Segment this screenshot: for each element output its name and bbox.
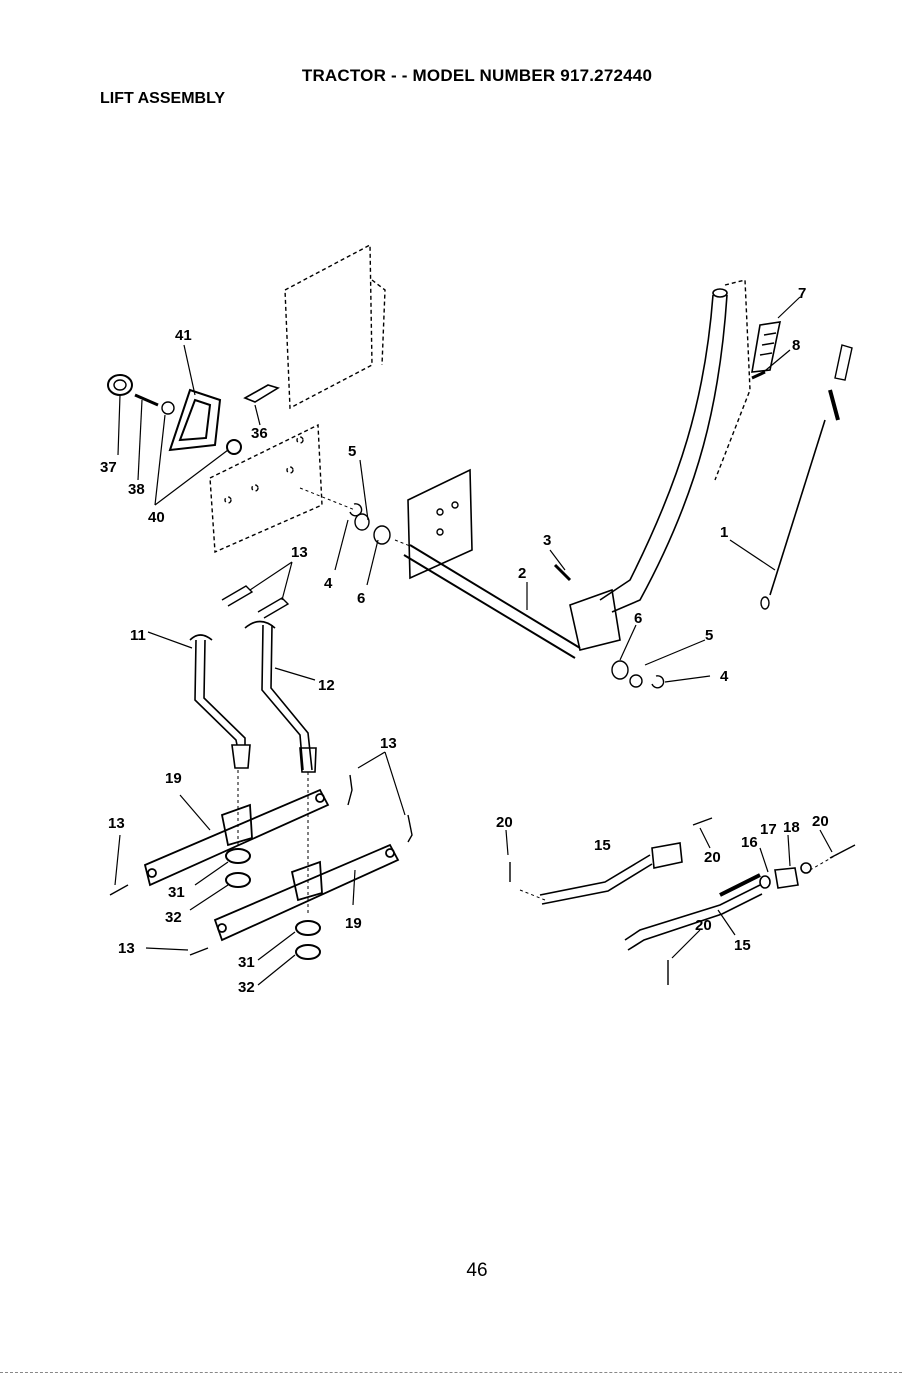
hairpin-clip [190,948,208,955]
cotter-pin [693,818,712,825]
shaft-bracket-plate [408,470,472,578]
callout-13-left: 13 [108,815,125,832]
callout-1: 1 [720,524,728,541]
drawbar-upper [540,843,682,904]
e-ring [350,504,362,516]
callout-13-right: 13 [380,735,397,752]
callout-13-bottom: 13 [118,940,135,957]
spacer [226,849,250,863]
callout-7: 7 [798,285,806,302]
callout-15-lower: 15 [734,937,751,954]
knob [108,375,132,395]
callout-3: 3 [543,532,551,549]
lift-arm-upper [145,790,328,885]
e-ring [652,676,664,688]
callout-32-upper: 32 [165,909,182,926]
callout-41: 41 [175,327,192,344]
handle-grip [752,322,780,372]
callout-13-top: 13 [291,544,308,561]
callout-5-left: 5 [348,443,356,460]
callout-32-lower: 32 [238,979,255,996]
spacer [296,921,320,935]
spring-clip [245,385,278,402]
lift-lever [570,289,727,650]
callout-31-upper: 31 [168,884,185,901]
callout-36: 36 [251,425,268,442]
callout-11: 11 [130,627,146,644]
lift-lever-handle [170,390,220,450]
hairpin-clip [110,885,128,895]
callout-4-left: 4 [324,575,333,592]
callout-8: 8 [792,337,800,354]
callout-19-upper: 19 [165,770,182,787]
callout-38: 38 [128,481,145,498]
callout-4-right: 4 [720,668,729,685]
callout-20-lower: 20 [695,917,712,934]
callout-6-left: 6 [357,590,365,607]
trunnion [760,863,811,888]
washer [162,402,174,414]
hairpin-clip [222,586,252,606]
callout-20-right: 20 [812,813,829,830]
callout-2: 2 [518,565,526,582]
hairpin-clip [408,815,412,842]
callout-20-middle: 20 [704,849,721,866]
callout-17: 17 [760,821,777,838]
callout-12: 12 [318,677,335,694]
page-number: 46 [0,1260,902,1282]
callout-15-upper: 15 [594,837,611,854]
callout-20-left: 20 [496,814,513,831]
washer [227,440,241,454]
callout-31-lower: 31 [238,954,255,971]
lift-link-right [245,622,316,773]
bushing [630,675,642,687]
hairpin-clip [258,598,288,618]
lift-shaft [404,545,580,658]
callout-19-lower: 19 [345,915,362,932]
bushing [612,661,628,679]
lock-nut [226,873,250,887]
bushing [374,526,390,544]
page-edge [0,1372,902,1373]
callout-18: 18 [783,819,800,836]
lock-nut [296,945,320,959]
bushing [355,514,369,530]
lift-link-left [190,635,250,768]
callout-5-right: 5 [705,627,713,644]
callout-40: 40 [148,509,165,526]
callout-37: 37 [100,459,117,476]
dashed-panel-upper [285,245,385,408]
hairpin-clip [348,775,352,805]
callout-16: 16 [741,834,758,851]
lift-arm-lower [215,845,398,940]
cotter-pin [830,845,855,858]
callout-6-right: 6 [634,610,642,627]
bolt [135,395,158,405]
